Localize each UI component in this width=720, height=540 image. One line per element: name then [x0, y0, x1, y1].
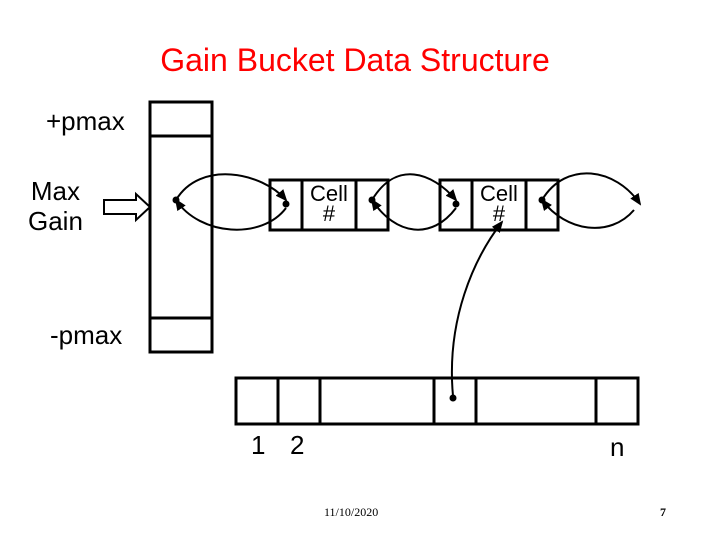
cell-node-1-label: Cell # — [310, 181, 348, 226]
cell-index-2: 2 — [290, 430, 305, 460]
list-pointers — [174, 172, 642, 397]
cell-index-1: 1 — [251, 430, 266, 460]
footer-date: 11/10/2020 — [324, 505, 379, 519]
max-gain-pointer-arrow — [103, 191, 152, 223]
bucket-to-cell1-next — [175, 173, 288, 202]
cell1-to-bucket-prev — [174, 198, 287, 231]
neg-pmax-label: -pmax — [50, 320, 123, 350]
cell-array — [234, 376, 640, 426]
cell2-prev-back — [540, 198, 635, 229]
cell2-next-null — [541, 172, 642, 206]
page-number: 7 — [660, 505, 666, 519]
cell2-to-cell1-prev — [370, 198, 457, 231]
page-title: Gain Bucket Data Structure — [160, 42, 550, 78]
cell1-to-cell2-next — [371, 173, 458, 202]
cell-array-to-cell2-pointer — [451, 220, 504, 397]
bucket-array — [148, 100, 214, 354]
cell-node-2-label: Cell # — [480, 181, 518, 226]
cell-index-n: n — [610, 432, 625, 462]
pointer-dots — [172, 196, 546, 402]
pmax-label: +pmax — [46, 106, 125, 136]
cell-node-1 — [268, 178, 390, 232]
max-gain-label: Max Gain — [28, 176, 83, 236]
